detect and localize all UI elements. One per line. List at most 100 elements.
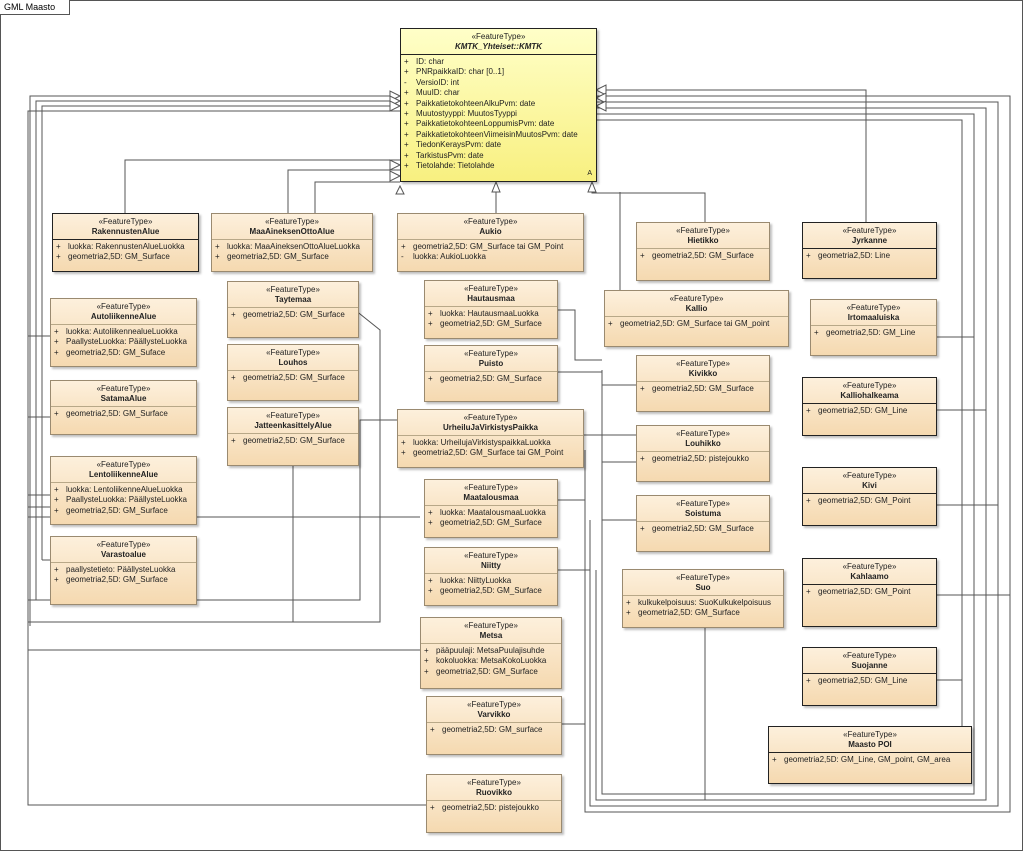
class-stereotype: «FeatureType» <box>467 778 521 787</box>
connector-line <box>584 95 1011 813</box>
class-puisto[interactable]: «FeatureType»Puisto+geometria2,5D: GM_Su… <box>424 345 558 402</box>
class-attributes: +paallystetieto: PäällysteLuokka+geometr… <box>51 563 196 588</box>
class-rakennustenalue[interactable]: «FeatureType»RakennustenAlue+luokka: Rak… <box>52 213 199 272</box>
class-header: «FeatureType»Kivikko <box>637 356 769 382</box>
class-stereotype: «FeatureType» <box>842 651 897 660</box>
class-name: Puisto <box>478 359 504 368</box>
class-attribute: +geometria2,5D: GM_Surface tai GM_point <box>608 319 785 329</box>
connector-line <box>589 101 999 807</box>
class-attribute: +kulkukelpoisuus: SuoKulkukelpoisuus <box>626 598 780 608</box>
class-urheilu[interactable]: «FeatureType»UrheiluJaVirkistysPaikka+lu… <box>397 409 584 468</box>
class-kahlaamo[interactable]: «FeatureType»Kahlaamo+geometria2,5D: GM_… <box>802 558 937 627</box>
class-kalliohalkeama[interactable]: «FeatureType»Kalliohalkeama+geometria2,5… <box>802 377 937 436</box>
attribute-text: luokka: LentoliikenneAlueLuokka <box>66 485 183 494</box>
class-name: Varastoalue <box>101 550 146 559</box>
class-header: «FeatureType»SatamaAlue <box>51 381 196 407</box>
class-aukio[interactable]: «FeatureType»Aukio +geometria2,5D: GM_Sur… <box>397 213 584 272</box>
class-name: SatamaAlue <box>100 394 147 403</box>
class-irtomaaluiska[interactable]: «FeatureType»Irtomaaluiska+geometria2,5D… <box>810 299 937 356</box>
class-suojanne[interactable]: «FeatureType»Suojanne+geometria2,5D: GM_… <box>802 647 937 706</box>
attribute-text: luokka: HautausmaaLuokka <box>440 309 539 318</box>
class-lentoliikenne[interactable]: «FeatureType»LentoliikenneAlue+luokka: L… <box>50 456 197 525</box>
class-kivikko[interactable]: «FeatureType»Kivikko+geometria2,5D: GM_S… <box>636 355 770 412</box>
attribute-visibility: + <box>404 88 409 98</box>
connector-line <box>28 309 381 623</box>
class-header: «FeatureType»Suojanne <box>803 648 936 674</box>
class-autoliikenne[interactable]: «FeatureType»AutoliikenneAlue+luokka: Au… <box>50 298 197 367</box>
attribute-text: geometria2,5D: pistejoukko <box>442 803 539 812</box>
generalization-arrow <box>594 84 607 96</box>
class-attribute: +PaikkatietokohteenAlkuPvm: date <box>404 99 593 109</box>
class-header: «FeatureType»LentoliikenneAlue <box>51 457 196 483</box>
class-attribute: +pääpuulaji: MetsaPuulajisuhde <box>424 646 558 656</box>
class-louhos[interactable]: «FeatureType»Louhos+geometria2,5D: GM_Su… <box>227 344 359 401</box>
class-stereotype: «FeatureType» <box>464 621 518 630</box>
attribute-visibility: + <box>231 373 236 382</box>
class-jatteenkasittely[interactable]: «FeatureType»JatteenkasittelyAlue+geomet… <box>227 407 359 466</box>
generalization-arrow <box>587 180 597 193</box>
class-attribute: +geometria2,5D: GM_Surface <box>626 608 780 618</box>
class-hautausmaa[interactable]: «FeatureType»Hautausmaa+luokka: Hautausm… <box>424 280 558 339</box>
class-stereotype: «FeatureType» <box>676 429 730 438</box>
class-maatalousmaa[interactable]: «FeatureType»Maatalousmaa+luokka: Maatal… <box>424 479 558 538</box>
class-attribute: +geometria2,5D: GM_Surface <box>428 586 554 596</box>
class-suo[interactable]: «FeatureType»Suo+kulkukelpoisuus: SuoKul… <box>622 569 784 628</box>
attribute-text: luokka: AukioLuokka <box>413 252 486 262</box>
attribute-visibility: + <box>772 755 777 764</box>
class-hietikko[interactable]: «FeatureType»Hietikko+geometria2,5D: GM_… <box>636 222 770 281</box>
class-stereotype: «FeatureType» <box>96 540 151 549</box>
class-louhikko[interactable]: «FeatureType»Louhikko+geometria2,5D: pis… <box>636 425 770 482</box>
class-varvikko[interactable]: «FeatureType»Varvikko+geometria2,5D: GM_… <box>426 696 562 755</box>
class-header: «FeatureType»Aukio <box>398 214 583 240</box>
attribute-text: geometria2,5D: GM_Surface <box>243 436 345 445</box>
class-kmtk[interactable]: «FeatureType»KMTK_Yhteiset::KMTK+ID: cha… <box>400 28 597 182</box>
class-name: Kalliohalkeama <box>840 391 899 400</box>
class-jyrkanne[interactable]: «FeatureType»Jyrkanne+geometria2,5D: Lin… <box>802 222 937 279</box>
class-name: Aukio <box>479 227 502 236</box>
class-kallio[interactable]: «FeatureType»Kallio+geometria2,5D: GM_Su… <box>604 290 789 347</box>
class-attribute: +luokka: MaaAineksenOttoAlueLuokka <box>215 242 369 252</box>
connector-line <box>555 309 602 361</box>
attribute-text: geometria2,5D: GM_surface <box>442 725 543 734</box>
class-stereotype: «FeatureType» <box>676 226 730 235</box>
attribute-text: geometria2,5D: GM_Line <box>818 676 908 685</box>
class-header: «FeatureType»Hietikko <box>637 223 769 249</box>
class-header: «FeatureType»Hautausmaa <box>425 281 557 307</box>
attribute-visibility: + <box>814 328 819 337</box>
class-header: «FeatureType»KMTK_Yhteiset::KMTK <box>401 29 596 55</box>
class-varastoalue[interactable]: «FeatureType»Varastoalue +paallystetieto:… <box>50 536 197 605</box>
attribute-text: PaikkatietokohteenLoppumisPvm: date <box>416 119 555 129</box>
attribute-text: geometria2,5D: GM_Surface <box>440 374 542 383</box>
attribute-visibility: + <box>428 576 433 585</box>
class-attribute: +geometria2,5D: GM_Surface tai GM_Point <box>401 242 580 252</box>
class-ruovikko[interactable]: «FeatureType»Ruovikko+geometria2,5D: pis… <box>426 774 562 833</box>
class-name: RakennustenAlue <box>91 227 160 236</box>
class-soistuma[interactable]: «FeatureType»Soistuma+geometria2,5D: GM_… <box>636 495 770 552</box>
attribute-visibility: + <box>806 587 811 596</box>
class-attribute: +geometria2,5D: GM_Surface <box>215 252 369 262</box>
class-maastopoi[interactable]: «FeatureType»Maasto POI+geometria2,5D: G… <box>768 726 972 784</box>
class-attribute: +PaallysteLuokka: PäällysteLuokka <box>54 495 193 505</box>
class-stereotype: «FeatureType» <box>463 217 518 226</box>
attribute-text: PNRpaikkaID: char [0..1] <box>416 67 505 77</box>
class-name: Irtomaaluiska <box>847 313 900 322</box>
class-header: «FeatureType»UrheiluJaVirkistysPaikka <box>398 410 583 436</box>
attribute-text: geometria2,5D: GM_Surface tai GM_Point <box>413 448 564 458</box>
class-kivi[interactable]: «FeatureType»Kivi+geometria2,5D: GM_Poin… <box>802 467 937 526</box>
class-attribute: +geometria2,5D: GM_Surface <box>231 310 355 320</box>
class-attributes: +geometria2,5D: GM_Line, GM_point, GM_ar… <box>769 753 971 767</box>
attribute-text: Muutostyyppi: MuutosTyyppi <box>416 109 517 119</box>
class-attributes: +geometria2,5D: GM_Surface <box>51 407 196 421</box>
class-name: Soistuma <box>684 509 721 518</box>
class-attribute: -luokka: AukioLuokka <box>401 252 580 262</box>
class-maaaineksen[interactable]: «FeatureType»MaaAineksenOttoAlue+luokka:… <box>211 213 373 272</box>
class-metsa[interactable]: «FeatureType»Metsa+pääpuulaji: MetsaPuul… <box>420 617 562 689</box>
class-satamaalue[interactable]: «FeatureType»SatamaAlue+geometria2,5D: G… <box>50 380 197 435</box>
class-attributes: +ID: char+PNRpaikkaID: char [0..1]-Versi… <box>401 55 596 173</box>
class-stereotype: «FeatureType» <box>846 303 901 312</box>
attribute-text: PaikkatietokohteenAlkuPvm: date <box>416 98 536 108</box>
class-taytemaa[interactable]: «FeatureType»Taytemaa+geometria2,5D: GM_… <box>227 281 359 338</box>
class-niitty[interactable]: «FeatureType»Niitty+luokka: NiittyLuokka… <box>424 547 558 606</box>
connector-line <box>27 110 427 806</box>
connector-line <box>29 95 400 626</box>
